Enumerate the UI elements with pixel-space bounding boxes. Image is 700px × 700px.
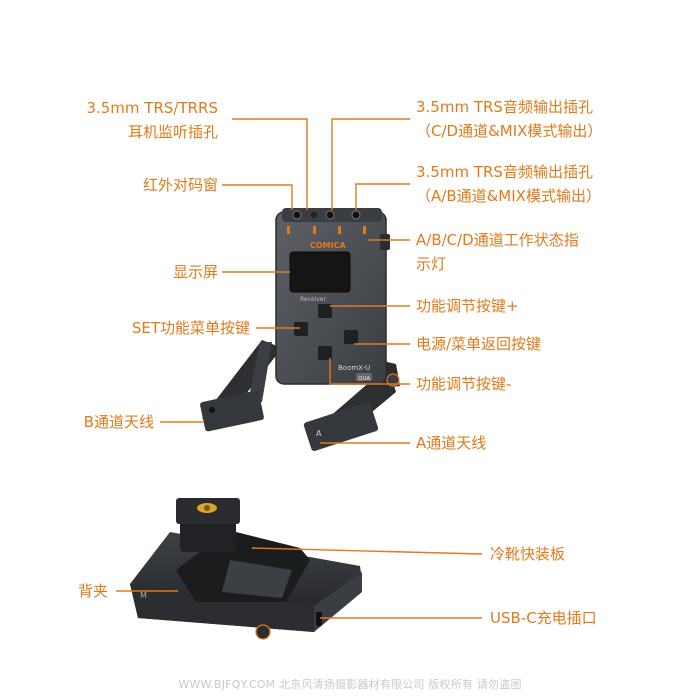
- device-brand-bottom: BoomX-U: [338, 364, 370, 372]
- svg-text:A: A: [316, 429, 322, 438]
- label-usb-c-port: USB-C充电插口: [490, 609, 597, 627]
- cold-shoe-plate: [180, 520, 236, 552]
- device-brand-top: COMICA: [310, 241, 346, 250]
- svg-text:M: M: [140, 591, 147, 600]
- monitor-jack: [292, 210, 302, 220]
- label-monitor-jack: 3.5mm TRS/TRRS 耳机监听插孔: [86, 99, 218, 141]
- upper-leader-lines: [160, 118, 410, 444]
- plus-button-graphic: [318, 304, 332, 318]
- set-button-graphic: [294, 322, 308, 336]
- label-status-indicators: A/B/C/D通道工作状态指 示灯: [416, 231, 579, 273]
- lower-leader-lines: [116, 547, 483, 619]
- receiver-device: A COMICA Receiver BoomX-U QUA: [200, 208, 400, 451]
- label-antenna-a: A通道天线: [416, 434, 487, 452]
- label-output-jack-cd: 3.5mm TRS音频输出插孔 （C/D通道&MIX模式输出）: [416, 98, 603, 140]
- display-screen: [289, 251, 351, 293]
- label-power-menu-back-button: 电源/菜单返回按键: [416, 335, 542, 353]
- label-back-clip: 背夹: [77, 582, 108, 600]
- label-set-menu-button: SET功能菜单按键: [131, 319, 250, 337]
- label-minus-button: 功能调节按键-: [416, 375, 512, 393]
- power-button-graphic: [344, 330, 358, 344]
- watermark: WWW.BJFQY.COM 北京风清扬摄影器材有限公司 版权所有 请勿盗图: [178, 678, 522, 691]
- label-cold-shoe-plate: 冷靴快装板: [490, 545, 566, 563]
- usb-c-port: [316, 612, 322, 626]
- output-jack-cd: [325, 210, 335, 220]
- output-jack-ab: [351, 210, 361, 220]
- device-badge: QUA: [358, 376, 370, 382]
- label-output-jack-ab: 3.5mm TRS音频输出插孔 （A/B通道&MIX模式输出）: [416, 163, 601, 205]
- label-ir-pairing-window: 红外对码窗: [142, 176, 218, 194]
- label-display: 显示屏: [172, 263, 218, 281]
- minus-button-graphic: [318, 346, 332, 360]
- label-antenna-b: B通道天线: [83, 413, 154, 431]
- label-plus-button: 功能调节按键+: [416, 297, 519, 315]
- svg-text:Receiver: Receiver: [300, 296, 326, 303]
